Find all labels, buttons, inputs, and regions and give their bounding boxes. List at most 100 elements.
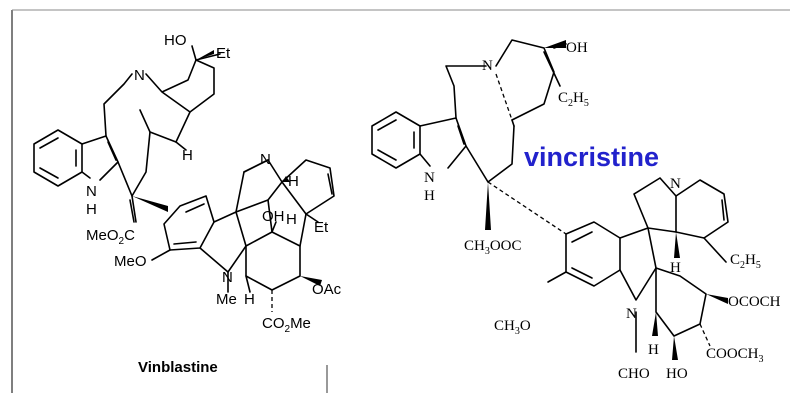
vc-cooch3-label: COOCH3 xyxy=(706,346,764,365)
vc-c2h5b-h: H xyxy=(745,252,756,268)
vb-h-right-label: H xyxy=(288,173,299,190)
vc-ch3ooc-ooc: OOC xyxy=(490,238,522,254)
vc-c2h5-c: C xyxy=(558,90,568,106)
vb-ch-h-bond xyxy=(175,141,187,151)
vc-piperidine-ring xyxy=(495,39,555,121)
vb-oh-bond xyxy=(271,221,277,233)
vb-meo-label: MeO xyxy=(114,253,147,270)
vc-ch3ooc-label: CH3OOC xyxy=(464,238,522,257)
vb-lower-ring xyxy=(245,231,301,291)
vb-ch-to-macro xyxy=(149,131,177,143)
vc-six-ring-double xyxy=(721,199,725,221)
vb-h-low-label: H xyxy=(244,291,255,308)
vb-n-top-label: N xyxy=(134,67,145,84)
vc-nh-n-label: N xyxy=(424,170,435,186)
vc-piperidine-dash xyxy=(495,73,513,121)
vc-c2h5b-bond xyxy=(703,237,727,263)
vincristine-structure: N OH C2H5 N H CH3OOC N H C2H5 CH3O N H O… xyxy=(371,39,781,382)
vb-meo2c-label: MeO2C xyxy=(86,227,135,247)
vc-pyrrole-ring xyxy=(419,117,467,169)
vb-vindoline-inner-2 xyxy=(173,241,197,245)
vb-et-right-label: Et xyxy=(314,219,329,236)
vb-ho-bond xyxy=(191,45,197,61)
vb-co2me-label: CO2Me xyxy=(262,315,311,335)
vc-macro-right xyxy=(465,125,515,183)
vc-c2h5b-2: 2 xyxy=(740,260,745,271)
vb-pyrrole-double xyxy=(107,141,117,161)
vc-cage xyxy=(633,177,677,233)
vc-cho-label: CHO xyxy=(618,366,650,382)
vc-six-ring xyxy=(675,179,729,239)
vb-h-wedge-right xyxy=(282,176,290,182)
vc-ch3o-bond xyxy=(547,271,567,283)
vb-pyrrole-nh-bond xyxy=(81,171,91,179)
vb-indole-benzene-inner-2 xyxy=(39,167,59,179)
vc-ch3o-ch: CH xyxy=(494,318,515,334)
vc-macro-left xyxy=(445,65,487,119)
vc-c2h5b-c: C xyxy=(730,252,740,268)
vc-ococh-wedge xyxy=(706,294,728,304)
vb-oac-label: OAc xyxy=(312,281,342,298)
vb-quat-wedge xyxy=(132,196,168,212)
vc-vindoline-inner-2 xyxy=(571,267,593,279)
vb-cage-top xyxy=(235,159,283,213)
vc-h-mid-label: H xyxy=(670,260,681,276)
vc-cooch3-3: 3 xyxy=(759,354,764,365)
vc-n-right-label: N xyxy=(670,176,681,192)
vb-indole-benzene-inner-1 xyxy=(39,137,59,149)
vb-et-top-label: Et xyxy=(216,45,231,62)
vb-pyrrole-ring xyxy=(81,135,119,181)
vb-six-ring-double xyxy=(327,173,333,195)
vb-n-low-label: N xyxy=(222,269,233,286)
vc-piperidine-close xyxy=(511,119,515,127)
vb-lower-to-cage xyxy=(267,199,273,233)
vb-meo2c-part2: C xyxy=(124,227,135,244)
vb-h-mid-label: H xyxy=(182,147,193,164)
vb-cage-n-link xyxy=(243,159,269,173)
vc-ester-wedge xyxy=(485,182,491,230)
vinblastine-name: Vinblastine xyxy=(138,359,218,376)
vc-pyrrole-nh-bond xyxy=(419,153,431,167)
vincristine-name: vincristine xyxy=(524,142,659,172)
vc-cooch3-hash xyxy=(699,323,711,347)
vb-co2me-part2: Me xyxy=(290,315,311,332)
vc-h-low-label: H xyxy=(648,342,659,358)
vc-indole-benzene-inner-2 xyxy=(377,149,397,161)
vb-ester-double xyxy=(129,199,135,223)
vb-nh-h-label: H xyxy=(86,201,97,218)
vb-macrocycle-right xyxy=(117,109,151,197)
vb-et-bond xyxy=(195,53,221,61)
vb-quat-to-ester xyxy=(131,195,137,223)
vc-n-top-label: N xyxy=(482,58,493,74)
vb-meo-bond xyxy=(151,249,171,261)
vc-c2h5-h: H xyxy=(573,90,584,106)
vc-indoline-ring xyxy=(619,227,657,301)
vc-c2h5-bond xyxy=(543,51,561,87)
vc-cooch3-main: COOCH xyxy=(706,346,759,362)
vc-ococh-label: OCOCH xyxy=(728,294,781,310)
vc-dash-link xyxy=(487,181,567,235)
vb-h-oh-label: H xyxy=(286,211,297,228)
vc-oh-top-label: OH xyxy=(566,40,588,56)
vc-vindoline-inner-1 xyxy=(571,231,593,243)
vc-ch3o-o: O xyxy=(520,318,531,334)
vc-ho-label: HO xyxy=(666,366,688,382)
vb-indoline-ring xyxy=(199,211,247,273)
vb-macrocycle-left xyxy=(103,73,133,137)
vc-ch3o-3: 3 xyxy=(515,326,520,337)
vc-n-low-label: N xyxy=(626,306,637,322)
vc-pyrrole-double xyxy=(457,125,465,145)
vc-c2h5b-5: 5 xyxy=(756,260,761,271)
vc-indole-benzene-inner-1 xyxy=(377,119,397,131)
vb-oh-label: OH xyxy=(262,208,285,225)
vc-ch3ooc-3: 3 xyxy=(485,246,490,257)
vb-piperidine-to-ch xyxy=(175,111,191,143)
vb-co2me-sub: 2 xyxy=(285,324,291,335)
vc-h-mid-wedge xyxy=(674,232,680,258)
vb-me-label: Me xyxy=(216,291,237,308)
vc-ch3ooc-ch: CH xyxy=(464,238,485,254)
vc-lower-ring xyxy=(655,267,707,337)
vc-oh-wedge xyxy=(544,40,566,48)
